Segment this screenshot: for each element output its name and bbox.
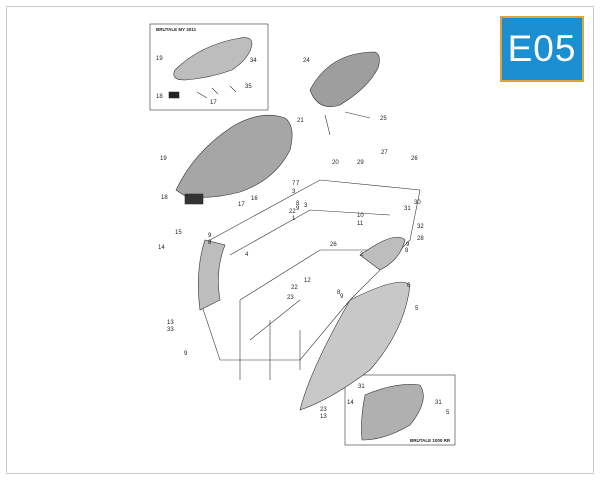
callout-number: 27 — [381, 150, 388, 156]
inset-caption-my2011: BRUTALE MY 2011 — [156, 27, 197, 32]
callout-number: 9 — [184, 351, 188, 357]
seat-small — [173, 37, 253, 81]
left-fairing — [198, 239, 226, 311]
cover-bracket — [324, 111, 371, 136]
callout-number: 14 — [158, 245, 165, 251]
callout-number: 21 — [297, 118, 304, 124]
callout: 19 — [156, 56, 163, 62]
callout-number: 19 — [160, 156, 167, 162]
callout-number: 22 — [289, 209, 296, 215]
callout-number: 5 — [415, 306, 419, 312]
callout: 34 — [250, 58, 257, 64]
inset-caption-1000rr: BRUTALE 1000 RR — [410, 438, 451, 443]
callout-number: 33 — [167, 327, 174, 333]
callout-number: 13 — [167, 320, 174, 326]
callout-number: 20 — [332, 160, 339, 166]
callout: 18 — [156, 94, 163, 100]
diagram-frame — [6, 6, 594, 474]
callout-number: 23 — [287, 295, 294, 301]
rider-seat — [175, 114, 293, 198]
latch-small — [168, 91, 180, 99]
callout-number: 16 — [251, 196, 258, 202]
callout-number: 26 — [411, 156, 418, 162]
callout: 17 — [210, 100, 217, 106]
callout-number: 28 — [417, 236, 424, 242]
callout: 31 — [435, 400, 442, 406]
inset-box-1000rr — [344, 374, 456, 446]
callout-number: 22 — [291, 285, 298, 291]
callout: 14 — [347, 400, 354, 406]
bracket-small — [196, 85, 237, 99]
section-badge: E05 — [500, 16, 584, 82]
callout: 5 — [446, 410, 450, 416]
callout-number: 13 — [320, 414, 327, 420]
callout-number: 30 — [414, 200, 421, 206]
callout: 35 — [245, 84, 252, 90]
callout-number: 9 — [406, 242, 410, 248]
callout-number: 8 — [208, 240, 212, 246]
fairing-1000rr — [361, 384, 424, 441]
callout-number: 18 — [161, 195, 168, 201]
callout-number: 17 — [238, 202, 245, 208]
side-panel — [359, 236, 406, 271]
callout-number: 7 — [296, 181, 300, 187]
callout-number: 29 — [357, 160, 364, 166]
callout-number: 31 — [404, 206, 411, 212]
callout-number: 7 — [292, 181, 296, 187]
callout-number: 3 — [292, 189, 296, 195]
callout-number: 1 — [292, 216, 296, 222]
callout-number: 8 — [296, 201, 300, 207]
inset-box-my2011 — [149, 23, 269, 111]
callout-number: 8 — [405, 248, 409, 254]
callout-number: 9 — [340, 294, 344, 300]
callout-number: 26 — [330, 242, 337, 248]
callout-number: 24 — [303, 58, 310, 64]
right-fairing — [299, 281, 411, 411]
callout-number: 10 — [357, 213, 364, 219]
callout-number: 32 — [417, 224, 424, 230]
callout-number: 4 — [245, 252, 249, 258]
callout-number: 12 — [304, 278, 311, 284]
frame-struts — [239, 300, 301, 380]
seat-latch — [184, 193, 204, 205]
callout-number: 3 — [304, 203, 308, 209]
frame-tubes — [229, 209, 391, 341]
callout-number: 25 — [380, 116, 387, 122]
callout-number: 8 — [337, 290, 341, 296]
callout-number: 15 — [175, 230, 182, 236]
callout: 31 — [358, 384, 365, 390]
callout-number: 23 — [320, 407, 327, 413]
callout-number: 9 — [208, 233, 212, 239]
tail-cover — [309, 51, 380, 107]
callout-number: 9 — [296, 206, 300, 212]
callout-number: 2 — [360, 252, 364, 258]
callout-number: 11 — [357, 221, 364, 227]
callout-number: 6 — [407, 283, 411, 289]
